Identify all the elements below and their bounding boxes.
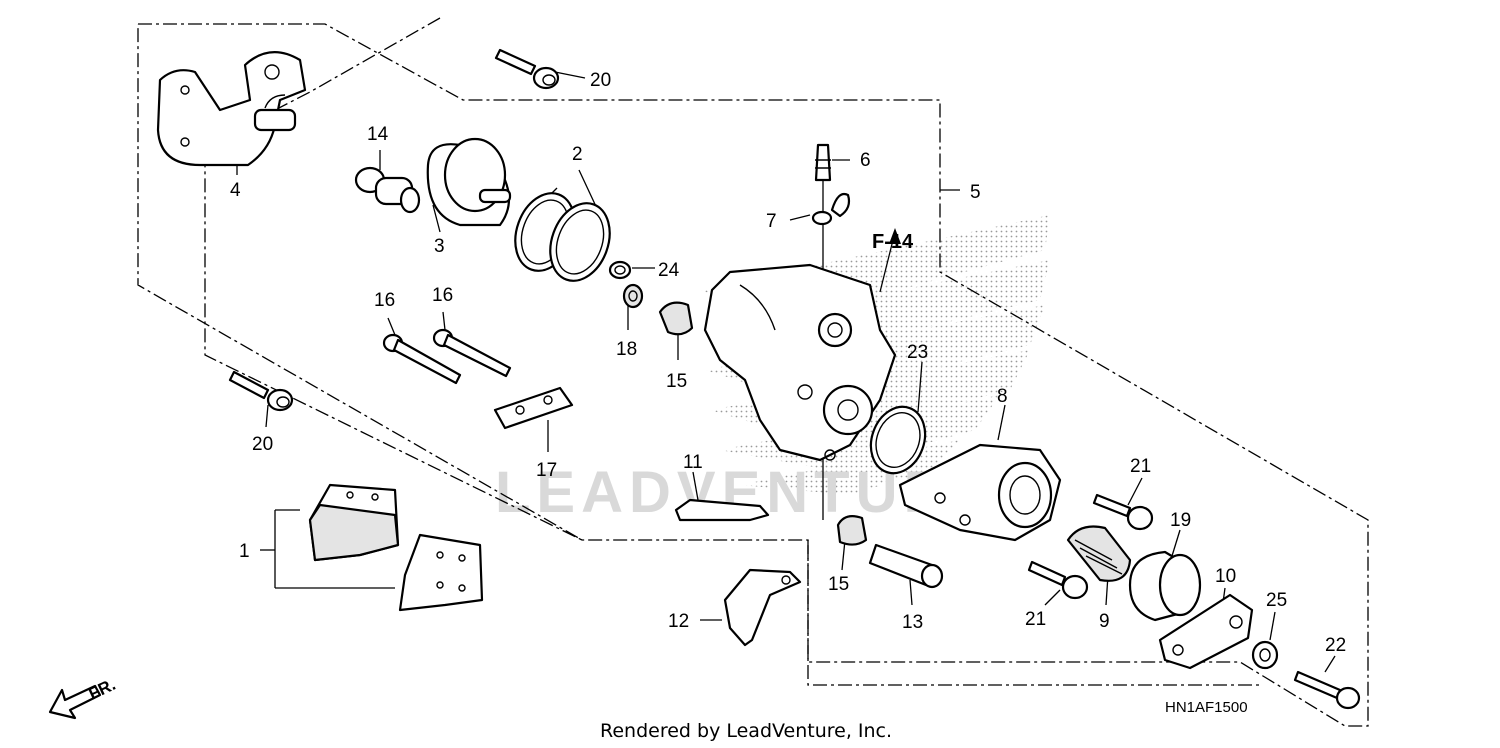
part-8-holder	[898, 443, 1062, 542]
part-3-piston	[426, 137, 512, 227]
callout-15-upper: 15	[666, 371, 687, 392]
callout-3: 3	[434, 236, 445, 257]
part-24-ring	[608, 260, 632, 280]
part-15-boot-lower	[836, 515, 868, 546]
part-1-brake-pads	[308, 483, 484, 612]
callout-6: 6	[860, 150, 871, 171]
callout-22: 22	[1325, 635, 1346, 656]
callout-14: 14	[367, 124, 389, 145]
callout-1: 1	[239, 541, 250, 562]
callout-4: 4	[230, 180, 241, 201]
callout-5: 5	[970, 182, 981, 203]
assembly-boundary-lower	[807, 540, 1260, 686]
callout-13: 13	[902, 612, 923, 633]
part-25-nut	[1251, 640, 1279, 670]
callout-20-lower: 20	[252, 434, 273, 455]
callout-16-left: 16	[374, 290, 395, 311]
callout-20-upper: 20	[590, 70, 611, 91]
callout-9: 9	[1099, 611, 1110, 632]
callout-11: 11	[683, 452, 703, 473]
part-5-caliper-body	[703, 263, 897, 462]
callout-2: 2	[572, 144, 583, 165]
callout-15-lower: 15	[828, 574, 849, 595]
callout-19: 19	[1170, 510, 1191, 531]
callout-21-lower: 21	[1025, 609, 1046, 630]
callout-25: 25	[1266, 590, 1287, 611]
part-22-bolt	[1293, 670, 1361, 710]
part-23-o-ring	[869, 405, 927, 475]
render-credit: Rendered by LeadVenture, Inc.	[600, 720, 892, 742]
part-20-bolt-lower	[228, 370, 294, 412]
callout-17: 17	[536, 460, 557, 481]
part-13-pin	[868, 543, 944, 589]
callout-16-right: 16	[432, 285, 453, 306]
part-15-boot-upper	[658, 301, 694, 336]
callout-labels: 4 3 2 14 24 18 15 16 16 17 20 20 1 6 7 5…	[230, 70, 1346, 656]
part-11-shim	[674, 498, 770, 522]
callout-24: 24	[658, 260, 680, 281]
part-6-bleeder	[814, 143, 832, 182]
callout-21-upper: 21	[1130, 456, 1151, 477]
part-12-bracket	[723, 568, 802, 647]
callout-7: 7	[766, 211, 777, 232]
front-direction-arrow	[48, 684, 102, 720]
callout-8: 8	[997, 386, 1008, 407]
part-14-pin	[354, 166, 421, 214]
part-10-arm	[1158, 593, 1254, 670]
part-18-washer	[622, 283, 644, 309]
part-16-bolt-right	[432, 328, 512, 378]
assembly-boundary-outer	[137, 23, 1369, 727]
part-9-boot	[1066, 525, 1132, 582]
callout-10: 10	[1215, 566, 1236, 587]
part-17-spring	[493, 386, 574, 430]
reference-arrow-icon	[889, 228, 901, 244]
callout-12: 12	[668, 611, 689, 632]
part-16-bolt-left	[382, 333, 462, 385]
part-21-bolt-lower	[1027, 560, 1089, 600]
part-21-bolt-upper	[1092, 493, 1154, 531]
callout-23: 23	[907, 342, 928, 363]
part-4-bracket	[156, 51, 307, 167]
callout-18: 18	[616, 339, 637, 360]
part-2-seals	[514, 192, 611, 282]
part-19-damper	[1128, 550, 1202, 622]
part-20-bolt-upper	[494, 48, 560, 90]
figure-code: HN1AF1500	[1165, 699, 1248, 716]
part-7-cap	[811, 192, 851, 226]
